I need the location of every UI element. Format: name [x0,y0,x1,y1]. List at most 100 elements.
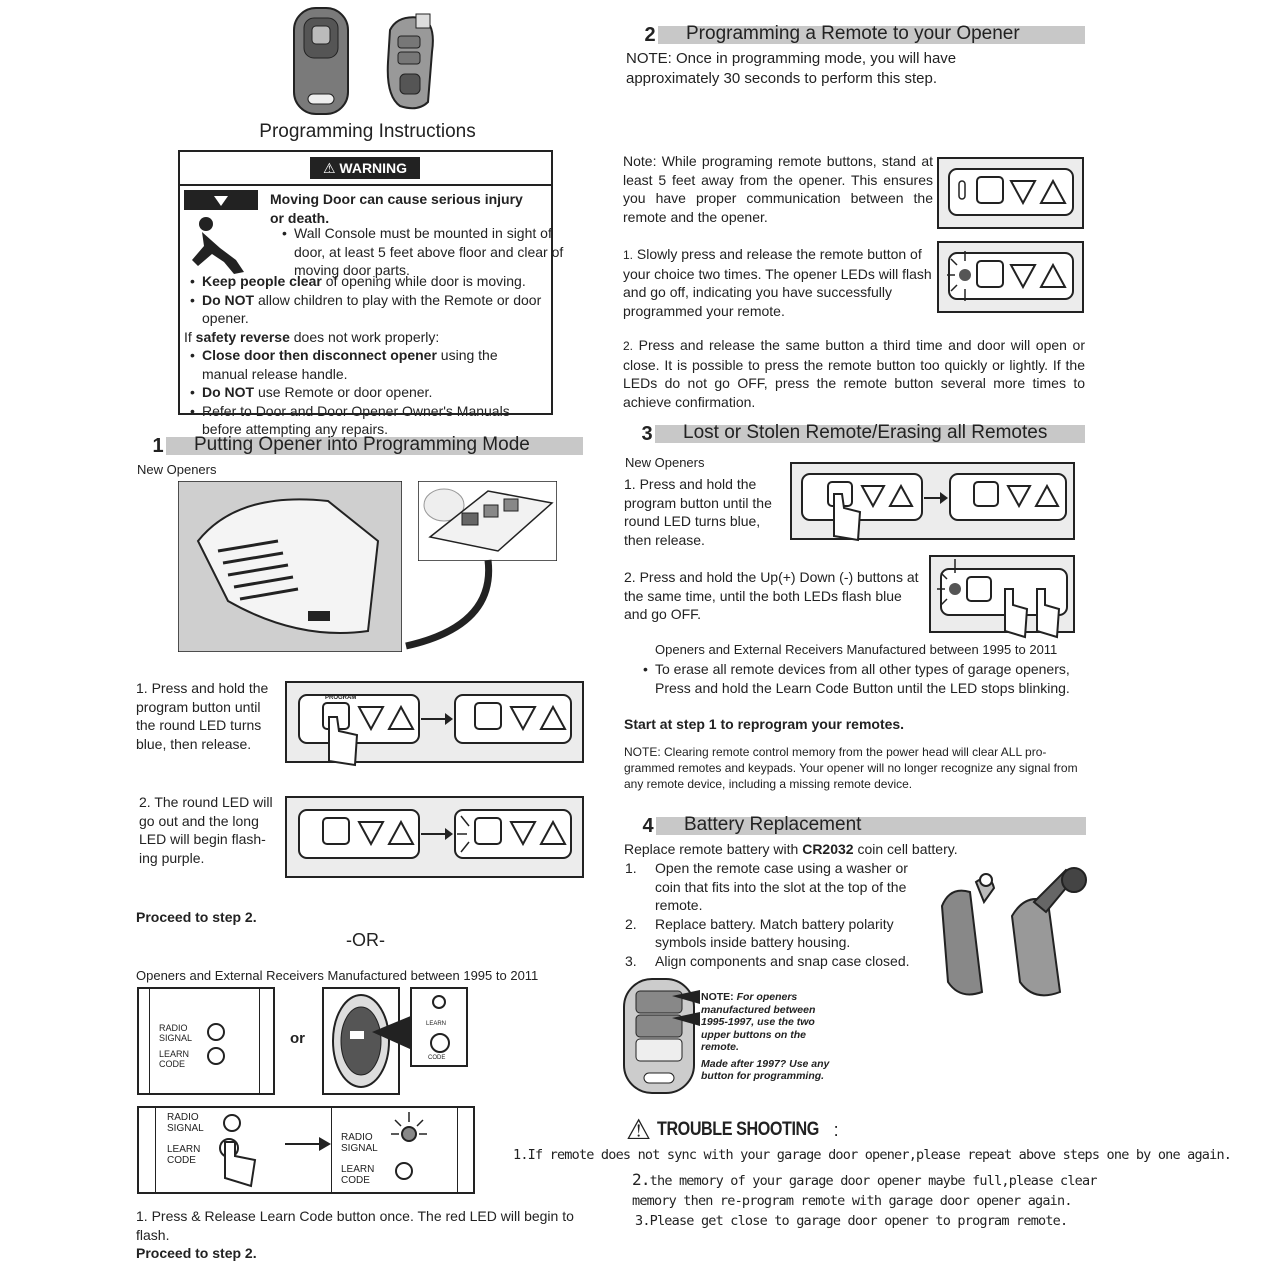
section3-older-bullet: To erase all remote devices from all oth… [637,660,1095,697]
section4-intro: Replace remote battery with CR2032 coin … [624,840,1004,859]
learn-label: LEARN [426,1021,447,1027]
learn-led-icon [432,995,446,1009]
step-text: Open the remote case using a washer or c… [655,860,908,913]
warning-bullet: Keep people clear of opening while door … [184,272,546,291]
signal-label: SIGNAL [167,1123,204,1134]
battery-step: 2. Replace battery. Match battery polarit… [625,915,925,952]
radio-led-icon [223,1114,241,1132]
radio-label: RADIO [167,1112,199,1123]
warning-bullet: Do NOT allow children to play with the R… [184,291,546,328]
warning-text: Refer to Door and Door Opener Owner's Ma… [202,402,510,438]
new-openers-label: New Openers [625,455,705,470]
trouble-title: TROUBLE SHOOTING [657,1119,819,1140]
console-led-flash-illustration [298,809,572,859]
step-number: 1. [623,248,634,262]
wall-console-closeup [418,481,557,561]
section2-distance-note: Note: While programing remote buttons, s… [623,153,933,225]
section2-note: NOTE: Once in programming mode, you will… [626,50,957,87]
section3-older-openers: Openers and External Receivers Manufactu… [655,642,1058,657]
section-number: 3 [625,424,669,444]
learn-label: LEARN [159,1049,190,1059]
radio-label: RADIO [159,1023,188,1033]
section-4-header: 4 Battery Replacement [626,814,1086,836]
intro-text: Replace remote battery with [624,841,803,857]
section-title: Putting Opener into Programming Mode [194,434,530,455]
section-title: Lost or Stolen Remote/Erasing all Remote… [683,422,1048,443]
pointer-arrows-icon [672,990,700,1026]
new-openers-label: New Openers [137,462,217,477]
console-flash-icon [947,251,1074,301]
note-text: Made after 1997? Use any button for prog… [701,1057,830,1083]
console-press-program-illustration [298,694,572,767]
page-title: Programming Instructions [259,121,476,142]
warning-bullet: Close door then disconnect opener using … [184,346,546,383]
section-1-header: 1 Putting Opener into Programming Mode [136,434,583,456]
section-3-header: 3 Lost or Stolen Remote/Erasing all Remo… [625,422,1085,444]
warning-box: ⚠ WARNING Moving Door can cause serious … [178,150,563,437]
flashing-led-icon [391,1112,427,1142]
warning-text: of opening while door is moving. [321,273,526,289]
learn-code-step: 1. Press & Release Learn Code button onc… [136,1208,574,1243]
section-title: Programming a Remote to your Opener [686,23,1020,44]
step-number: 2. [625,915,637,932]
section3-step1: 1. Press and hold the program button unt… [624,476,772,548]
note-text: use the two upper buttons on the remote. [701,1016,815,1053]
code-label: CODE [428,1055,446,1061]
remote-panel-a [937,157,1084,229]
or-small: or [290,1030,305,1047]
section1-step1: 1. Press and hold the program button unt… [136,680,269,752]
code-label: CODE [341,1175,370,1186]
step-text: Slowly press and release the remote butt… [623,246,932,319]
warning-bold: Close door then disconnect opener [202,347,437,363]
section3-step2: 2. Press and hold the Up(+) Down (-) but… [624,569,919,622]
signal-label: SIGNAL [159,1033,193,1043]
remote-buttons-illustration [623,978,695,1094]
battery-opening-illustration [940,867,1087,997]
warning-list: Keep people clear of opening while door … [184,272,546,439]
section-number: 1 [136,436,180,456]
section1-proceed: Proceed to step 2. [136,909,257,925]
warning-bullet: Do NOT use Remote or door opener. [184,383,546,402]
trouble-colon: : [833,1119,839,1140]
section4-model-note: NOTE: For openers manufactured between 1… [701,991,841,1083]
section1-proceed-2: Proceed to step 2. [136,1245,257,1261]
note-text: For openers manufactured between 1995-19… [701,991,816,1028]
trouble-item-2: 2.the memory of your garage door opener … [632,1170,1127,1211]
warning-bullet: Refer to Door and Door Opener Owner's Ma… [184,402,546,439]
radio-led-icon [207,1023,225,1041]
receiver-unit-illustration [322,987,400,1095]
section3-older-bullet-text: To erase all remote devices from all oth… [655,661,1070,696]
learn-code-button-icon [430,1033,450,1053]
warning-text: use Remote or door opener. [254,384,433,400]
program-panel-step1: PROGRAM [285,681,584,767]
warning-text: allow children to play with the Remote o… [202,291,542,327]
warning-headline: Moving Door can cause serious injury or … [270,191,523,226]
section3-note: NOTE: Clearing remote control memory fro… [624,745,1078,791]
trouble-item-1: 1.If remote does not sync with your gara… [513,1147,1232,1163]
battery-step: 3. Align components and snap case closed. [625,952,925,971]
remote-side-illustration [386,13,434,110]
radio-label: RADIO [341,1132,373,1143]
remote-panel-b [937,241,1084,313]
step-number: 2. [623,339,634,353]
section2-step2: 2. Press and release the same button a t… [623,336,1085,411]
or-divider: -OR- [346,930,385,950]
warning-triangle-icon: ⚠ [322,160,336,176]
step-text: Align components and snap case closed. [655,952,910,969]
code-label: CODE [159,1059,186,1069]
step-text: Replace battery. Match battery polarity … [655,915,894,951]
note-label: NOTE: [701,991,734,1003]
warning-triangle-icon: ⚠ [626,1114,652,1145]
section-title: Battery Replacement [684,814,862,835]
section2-step1: 1. Slowly press and release the remote b… [623,245,933,320]
section1-step2: 2. The round LED will go out and the lon… [139,794,273,866]
warning-if-line: If safety reverse does not work properly… [184,328,546,347]
trouble-number: 2. [632,1170,650,1189]
section1-older-openers: Openers and External Receivers Manufactu… [136,968,539,983]
battery-step: 1.Open the remote case using a washer or… [625,859,925,915]
section3-start: Start at step 1 to reprogram your remote… [624,716,905,732]
warning-banner: ⚠ WARNING [180,152,551,186]
step-number: 3. [625,952,637,969]
